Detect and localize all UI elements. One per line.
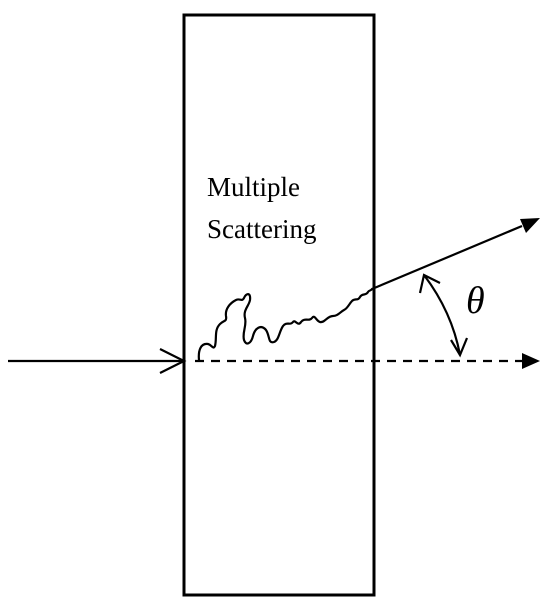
exit-arrowhead — [520, 218, 540, 233]
scattered-exit-beam — [371, 224, 523, 291]
incident-arrowhead — [159, 348, 187, 374]
slab-label-multiple: Multiple — [207, 172, 300, 202]
dashed-arrowhead — [522, 353, 540, 369]
slab-label-scattering: Scattering — [207, 214, 317, 244]
scattering-slab — [182, 13, 376, 597]
angle-arc-arrowhead-bottom — [450, 337, 469, 358]
scattering-angle-label: θ — [466, 280, 485, 322]
scattering-angle-arc — [423, 274, 462, 356]
angle-arc-arrowhead-top — [418, 273, 441, 294]
scattering-random-walk — [197, 287, 374, 362]
